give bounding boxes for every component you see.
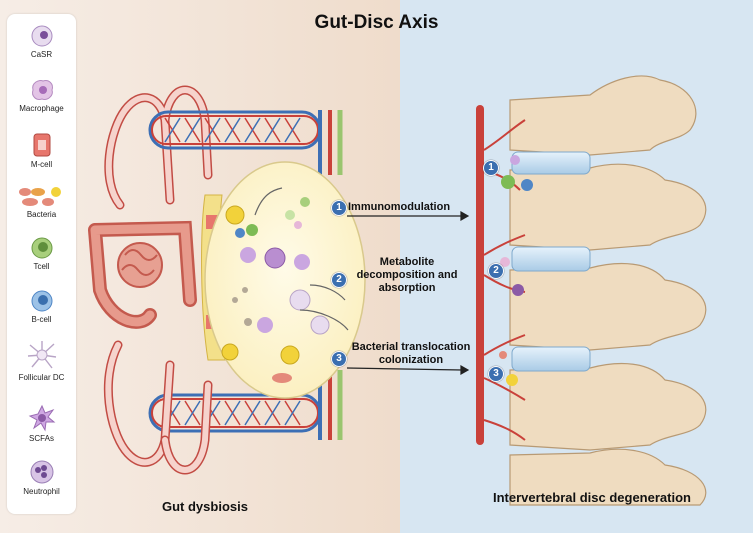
disc-degeneration-caption: Intervertebral disc degeneration xyxy=(493,490,691,505)
spine-step-2-badge: 2 xyxy=(488,263,504,279)
microenvironment-bubble xyxy=(204,161,366,399)
legend-label: Bacteria xyxy=(26,210,57,219)
step-3-badge: 3 xyxy=(331,351,347,367)
step-2-label: Metabolite decomposition and absorption xyxy=(347,256,467,295)
step-2-label-line: Metabolite xyxy=(379,256,435,268)
legend-item-tcell: Tcell xyxy=(7,236,76,271)
legend-item-scfas: SCFAs xyxy=(7,404,76,443)
legend-label: Neutrophil xyxy=(23,487,60,496)
legend-label: B-cell xyxy=(31,315,52,324)
step-2-label-line: absorption xyxy=(378,282,436,294)
legend-label: CaSR xyxy=(30,50,53,59)
bubble-arrows xyxy=(254,187,349,331)
legend-label: SCFAs xyxy=(29,434,54,443)
legend-item-m-cell: M-cell xyxy=(7,132,76,169)
casr-cell-icon xyxy=(31,25,52,47)
lower-villi xyxy=(103,340,213,475)
neutrophil-icon xyxy=(30,460,53,484)
spine-step-1-badge: 1 xyxy=(483,160,499,176)
spine-step-3-badge: 3 xyxy=(488,366,504,382)
legend-label: Follicular DC xyxy=(18,373,65,382)
intervertebral-discs xyxy=(511,151,591,372)
step-2-badge: 2 xyxy=(331,272,347,288)
legend-item-b-cell: B-cell xyxy=(7,289,76,324)
scfa-icon xyxy=(28,404,55,432)
m-cell-icon xyxy=(33,133,50,157)
macrophage-icon xyxy=(31,80,53,100)
lower-capillary-network xyxy=(148,370,343,440)
upper-capillary-network xyxy=(148,110,343,175)
legend-item-bacteria: Bacteria xyxy=(7,184,76,219)
legend-item-casr: CaSR xyxy=(7,24,76,59)
legend-label: Macrophage xyxy=(19,104,64,113)
disc-cells xyxy=(499,155,533,386)
bubble-cells xyxy=(221,197,330,383)
legend-label: M-cell xyxy=(30,160,53,169)
legend-item-neutrophil: Neutrophil xyxy=(7,459,76,496)
diagram-title: Gut-Disc Axis xyxy=(314,12,439,33)
bacteria-icon xyxy=(18,187,61,206)
gut-dysbiosis-caption: Gut dysbiosis xyxy=(162,499,248,514)
intestine-illustration xyxy=(88,220,197,329)
pathway-arrows xyxy=(346,210,470,376)
legend-label: Tcell xyxy=(33,262,50,271)
spine-vertebrae xyxy=(509,75,707,506)
step-3-label-line: Bacterial translocation xyxy=(351,341,471,353)
step-1-badge: 1 xyxy=(331,200,347,216)
t-cell-icon xyxy=(31,237,52,259)
b-cell-icon xyxy=(31,290,52,312)
legend-item-follicular-dc: Follicular DC xyxy=(7,339,76,382)
step-3-label-line: colonization xyxy=(378,354,444,366)
step-1-label: Immunomodulation xyxy=(348,201,451,213)
step-2-label-line: decomposition and xyxy=(356,269,458,281)
legend-panel: CaSR Macrophage M-cell Bacteria Tcell B-… xyxy=(7,14,76,514)
legend-item-macrophage: Macrophage xyxy=(7,78,76,113)
follicular-dc-icon xyxy=(27,341,56,369)
step-3-label: Bacterial translocation colonization xyxy=(345,341,477,367)
